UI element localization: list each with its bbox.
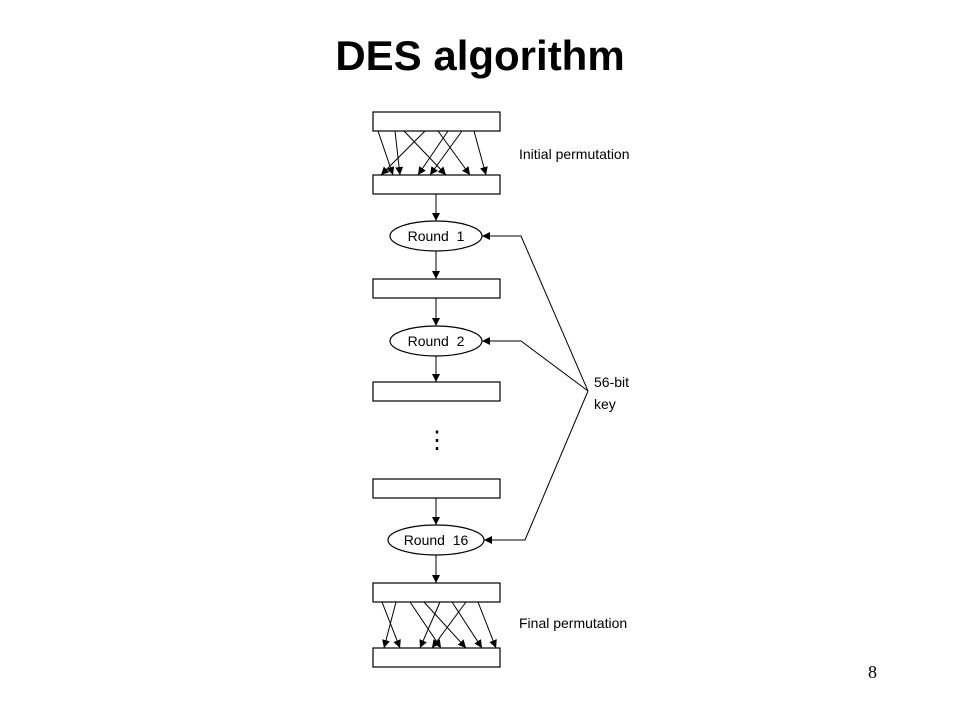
round-1-output-box <box>372 278 501 299</box>
round-15-output-box <box>372 478 501 499</box>
round-2-label: Round 2 <box>408 333 465 349</box>
final-permutation-output-box <box>372 647 501 668</box>
page-number: 8 <box>868 662 877 682</box>
final-permutation-wiring <box>381 601 497 649</box>
key-label-line2: key <box>594 396 616 412</box>
slide-title: DES algorithm <box>335 32 625 79</box>
key-feed-lines <box>482 232 589 544</box>
round-2-output-box <box>372 381 501 402</box>
initial-permutation-output-box <box>372 174 501 195</box>
final-permutation-input-box <box>372 582 501 603</box>
initial-permutation-wiring <box>377 130 488 176</box>
round-16-label: Round 16 <box>404 532 469 548</box>
ellipsis-more-rounds: ⋮ <box>425 427 449 454</box>
key-label-line1: 56-bit <box>594 374 629 390</box>
initial-permutation-input-box <box>372 111 501 132</box>
final-permutation-label: Final permutation <box>519 615 627 631</box>
initial-permutation-label: Initial permutation <box>519 146 630 162</box>
round-1-label: Round 1 <box>408 228 465 244</box>
